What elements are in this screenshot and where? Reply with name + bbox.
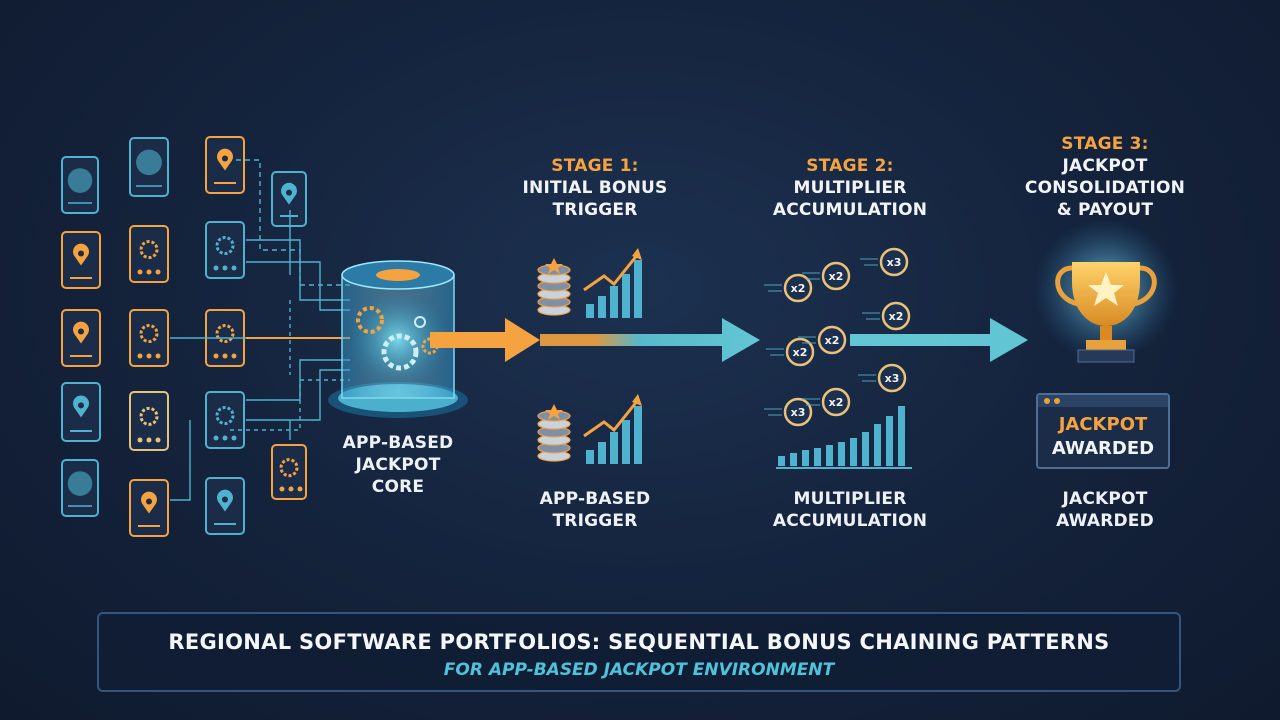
window-dot [1054,398,1060,404]
device-icon [271,171,307,227]
trophy-icon [1034,218,1178,363]
regional-device-network [61,136,307,537]
multiplier-coin: x2 [764,273,813,303]
multiplier-label: x3 [885,372,900,385]
stage-2-caption-line-1: MULTIPLIER [793,489,907,509]
multiplier-coins: x2 x2 x3 x2 x2 x2 x3 x3 x2 [764,247,911,427]
stage-2-title: STAGE 2: MULTIPLIER ACCUMULATION [755,155,945,221]
stage-1-title: STAGE 1: INITIAL BONUS TRIGGER [505,155,685,221]
multiplier-coin: x3 [858,363,907,393]
stage-2-line-1: MULTIPLIER [793,178,907,198]
stage-2-caption: MULTIPLIER ACCUMULATION [755,488,945,532]
multiplier-label: x2 [829,396,844,409]
stage-3-caption: JACKPOT AWARDED [1015,488,1195,532]
core-caption-line-2: JACKPOT [355,455,441,475]
device-icon [61,382,101,442]
stage-1-caption: APP-BASED TRIGGER [505,488,685,532]
coin-stack-growth-icon-lower [537,394,642,464]
stage-1-number: STAGE 1: [551,156,639,176]
multiplier-coin: x3 [860,247,909,277]
stage-3-line-2: CONSOLIDATION [1024,178,1186,198]
multiplier-coin: x2 [802,261,851,291]
core-caption-line-3: CORE [371,477,425,497]
device-icon [205,221,245,279]
multiplier-coin: x2 [802,387,851,417]
multiplier-coin: x3 [764,397,813,427]
multiplier-label: x2 [791,282,806,295]
multiplier-coin: x2 [862,301,911,331]
multiplier-label: x2 [825,334,840,347]
stage-2-caption-line-2: ACCUMULATION [772,511,928,531]
flow-arrows [430,318,1028,362]
stage-2-line-2: ACCUMULATION [772,200,928,220]
device-icon [61,309,101,367]
device-icon [61,231,101,289]
stage-1-caption-line-2: TRIGGER [552,511,638,531]
device-icon [129,137,169,197]
window-title-bar [1038,395,1168,407]
window-dot [1044,398,1050,404]
multiplier-coin: x2 [798,325,847,355]
award-text: JACKPOT AWARDED [1038,413,1168,461]
core-caption-line-1: APP-BASED [342,433,454,453]
stage-3-line-3: & PAYOUT [1056,200,1154,220]
title-banner: REGIONAL SOFTWARE PORTFOLIOS: SEQUENTIAL… [97,612,1181,692]
banner-subtitle: FOR APP-BASED JACKPOT ENVIRONMENT [443,660,835,680]
stage-3-title: STAGE 3: JACKPOT CONSOLIDATION & PAYOUT [1015,133,1195,221]
jackpot-awarded-window: JACKPOT AWARDED [1036,393,1170,469]
award-line-1: JACKPOT [1058,414,1148,435]
multiplier-label: x2 [793,346,808,359]
award-line-2: AWARDED [1051,438,1155,459]
device-icon [129,309,169,367]
device-icon [205,136,245,194]
multiplier-label: x2 [829,270,844,283]
coin-stack-growth-icon [537,248,642,318]
multiplier-label: x2 [889,310,904,323]
stage-3-caption-line-1: JACKPOT [1062,489,1148,509]
stage-1-caption-line-1: APP-BASED [539,489,651,509]
banner-title: REGIONAL SOFTWARE PORTFOLIOS: SEQUENTIAL… [168,630,1110,654]
device-icon [129,479,169,537]
multiplier-coin: x2 [766,337,815,367]
stage-1-line-1: INITIAL BONUS [522,178,668,198]
core-caption: APP-BASED JACKPOT CORE [318,432,478,498]
multiplier-label: x3 [791,406,806,419]
device-icon [271,444,307,500]
device-icon [61,156,99,214]
stage-2-number: STAGE 2: [806,156,894,176]
multiplier-label: x3 [887,256,902,269]
stage-3-line-1: JACKPOT [1062,156,1148,176]
device-icon [129,391,169,451]
network-connection-lines [170,159,350,501]
device-icon [129,225,169,283]
multiplier-bar-chart-icon [776,406,912,469]
device-icon [205,391,245,449]
device-icon [61,459,99,517]
stage-3-number: STAGE 3: [1061,134,1149,154]
stage-3-caption-line-2: AWARDED [1056,511,1154,531]
device-icon [205,477,245,535]
stage-1-line-2: TRIGGER [552,200,638,220]
